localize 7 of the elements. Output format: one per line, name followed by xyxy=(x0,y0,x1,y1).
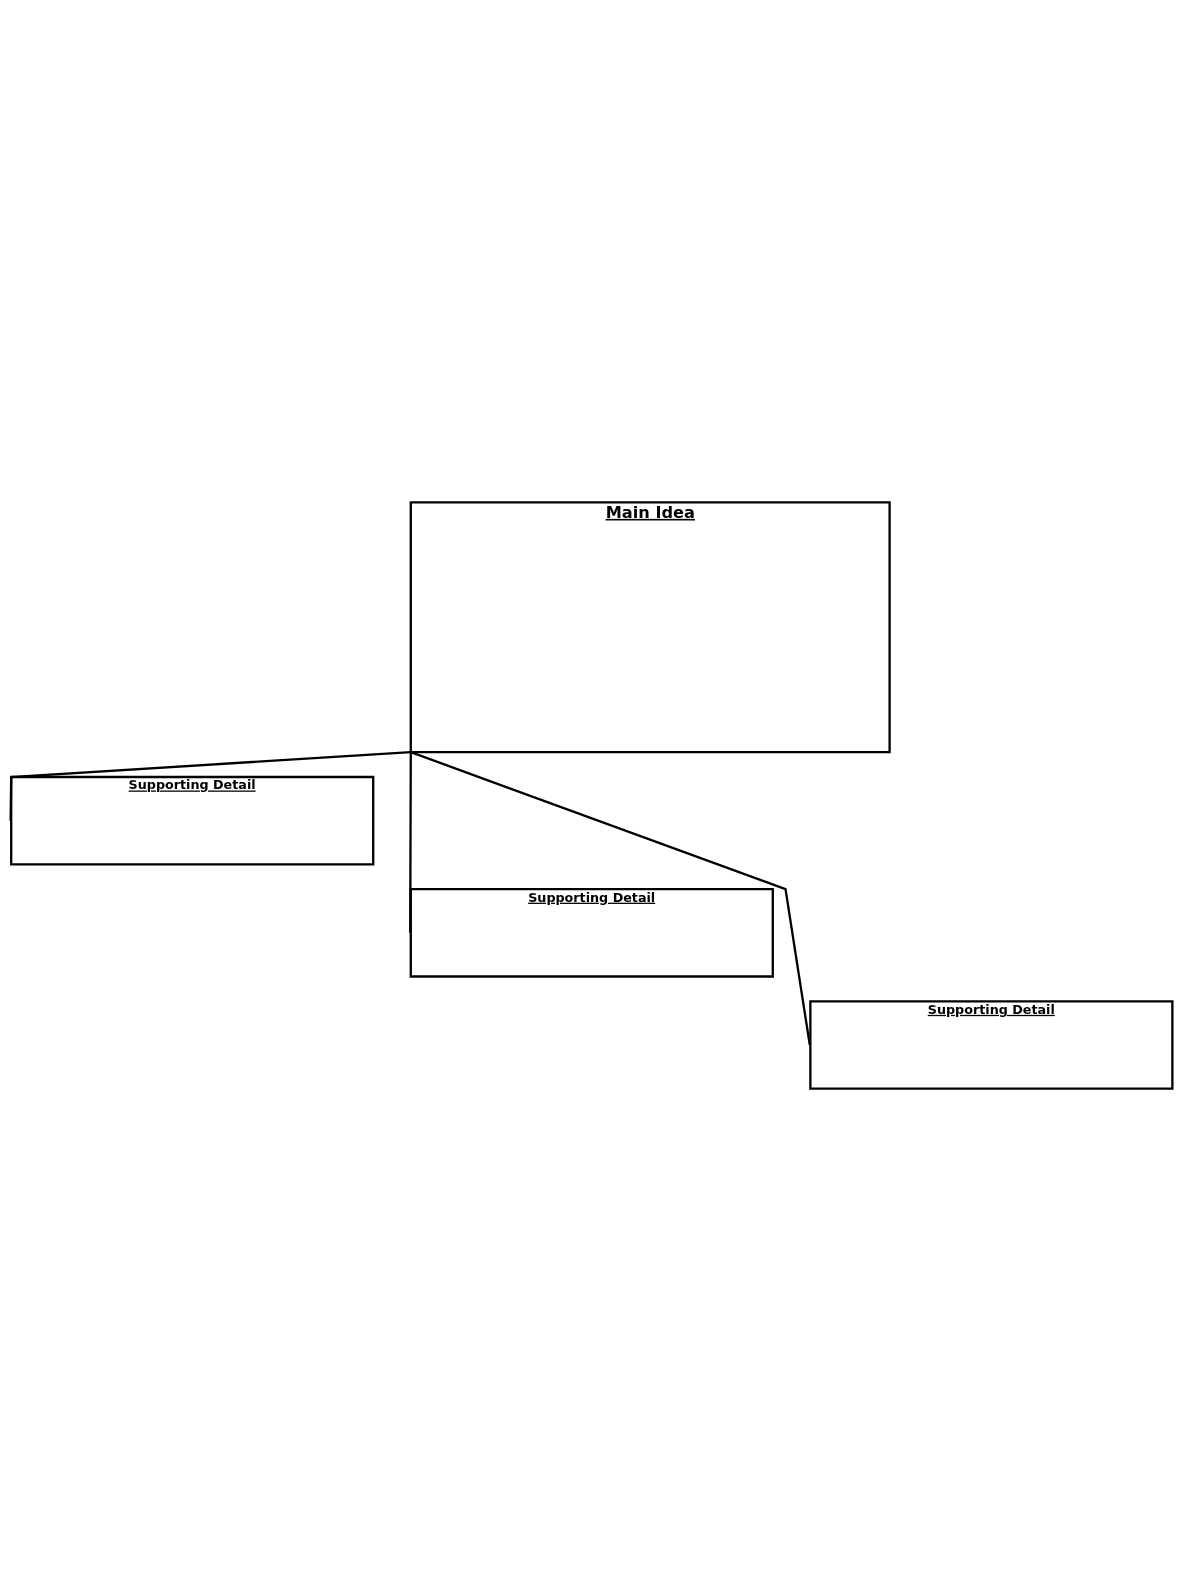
connector xyxy=(9,750,411,821)
node-box: Supporting Detail xyxy=(10,775,375,866)
node-box: Main Idea xyxy=(409,501,891,754)
connector xyxy=(410,751,811,1046)
node-box: Supporting Detail xyxy=(809,1000,1174,1090)
connector xyxy=(409,752,412,933)
node-box: Supporting Detail xyxy=(409,888,774,978)
